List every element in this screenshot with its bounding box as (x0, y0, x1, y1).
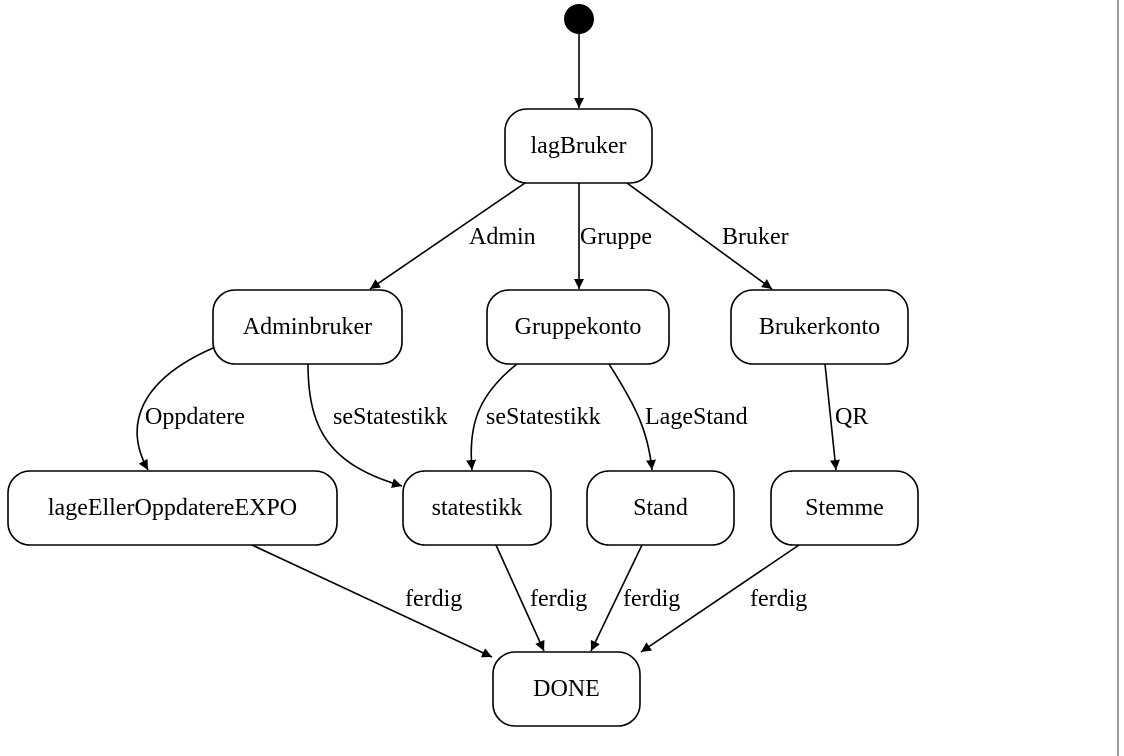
state-node-brukerkonto: Brukerkonto (730, 289, 909, 365)
transition-adminbruker-to-statestikk (307, 363, 403, 488)
transition-gruppekonto-to-stand (608, 363, 656, 471)
transition-label: QR (835, 404, 868, 430)
state-node-statestikk: statestikk (402, 470, 552, 546)
transition-label: seStatestikk (486, 404, 601, 430)
state-label: statestikk (432, 495, 523, 521)
transition-lagbruker-to-adminbruker (369, 182, 526, 290)
transition-label: ferdig (530, 586, 587, 612)
state-box (486, 289, 670, 365)
transition-gruppekonto-to-statestikk (466, 363, 518, 471)
state-label: Gruppekonto (515, 314, 642, 340)
state-box (492, 651, 641, 727)
transition-label: Oppdatere (145, 404, 245, 430)
state-box (504, 108, 653, 184)
state-label: Brukerkonto (759, 314, 880, 340)
initial-state (564, 4, 594, 34)
state-box (212, 289, 403, 365)
transition-label: ferdig (623, 586, 680, 612)
transition-label: Admin (469, 224, 536, 250)
state-box (730, 289, 909, 365)
state-label: Adminbruker (243, 314, 372, 340)
transition-label: ferdig (405, 586, 462, 612)
state-box (586, 470, 735, 546)
transition-label: seStatestikk (333, 404, 448, 430)
panel-border (1117, 0, 1119, 756)
edges-layer (136, 34, 840, 658)
state-box (402, 470, 552, 546)
state-node-done: DONE (492, 651, 641, 727)
transition-lageelleroppdatereexpo-to-done (251, 544, 493, 658)
state-label: Stemme (805, 495, 884, 521)
transition-label: Bruker (722, 224, 789, 250)
state-label: Stand (633, 495, 688, 521)
state-node-lagbruker: lagBruker (504, 108, 653, 184)
transition-stand-to-done (590, 544, 643, 652)
state-node-adminbruker: Adminbruker (212, 289, 403, 365)
state-label: DONE (533, 676, 600, 702)
state-node-gruppekonto: Gruppekonto (486, 289, 670, 365)
transition-statestikk-to-done (495, 544, 545, 652)
state-box (770, 470, 919, 546)
state-node-lageelleroppdatereexpo: lageEllerOppdatereEXPO (7, 470, 338, 546)
transition-label: ferdig (750, 586, 807, 612)
state-label: lageEllerOppdatereEXPO (48, 495, 297, 521)
transition-brukerkonto-to-stemme (824, 363, 840, 471)
state-box (7, 470, 338, 546)
transition-stemme-to-done (640, 544, 800, 653)
state-node-stemme: Stemme (770, 470, 919, 546)
transition-lagbruker-to-brukerkonto (626, 182, 773, 290)
transition-label: LageStand (645, 404, 748, 430)
state-label: lagBruker (531, 133, 627, 159)
transition-label: Gruppe (580, 224, 652, 250)
transition-adminbruker-to-lageelleroppdatereexpo (136, 347, 214, 471)
state-node-stand: Stand (586, 470, 735, 546)
